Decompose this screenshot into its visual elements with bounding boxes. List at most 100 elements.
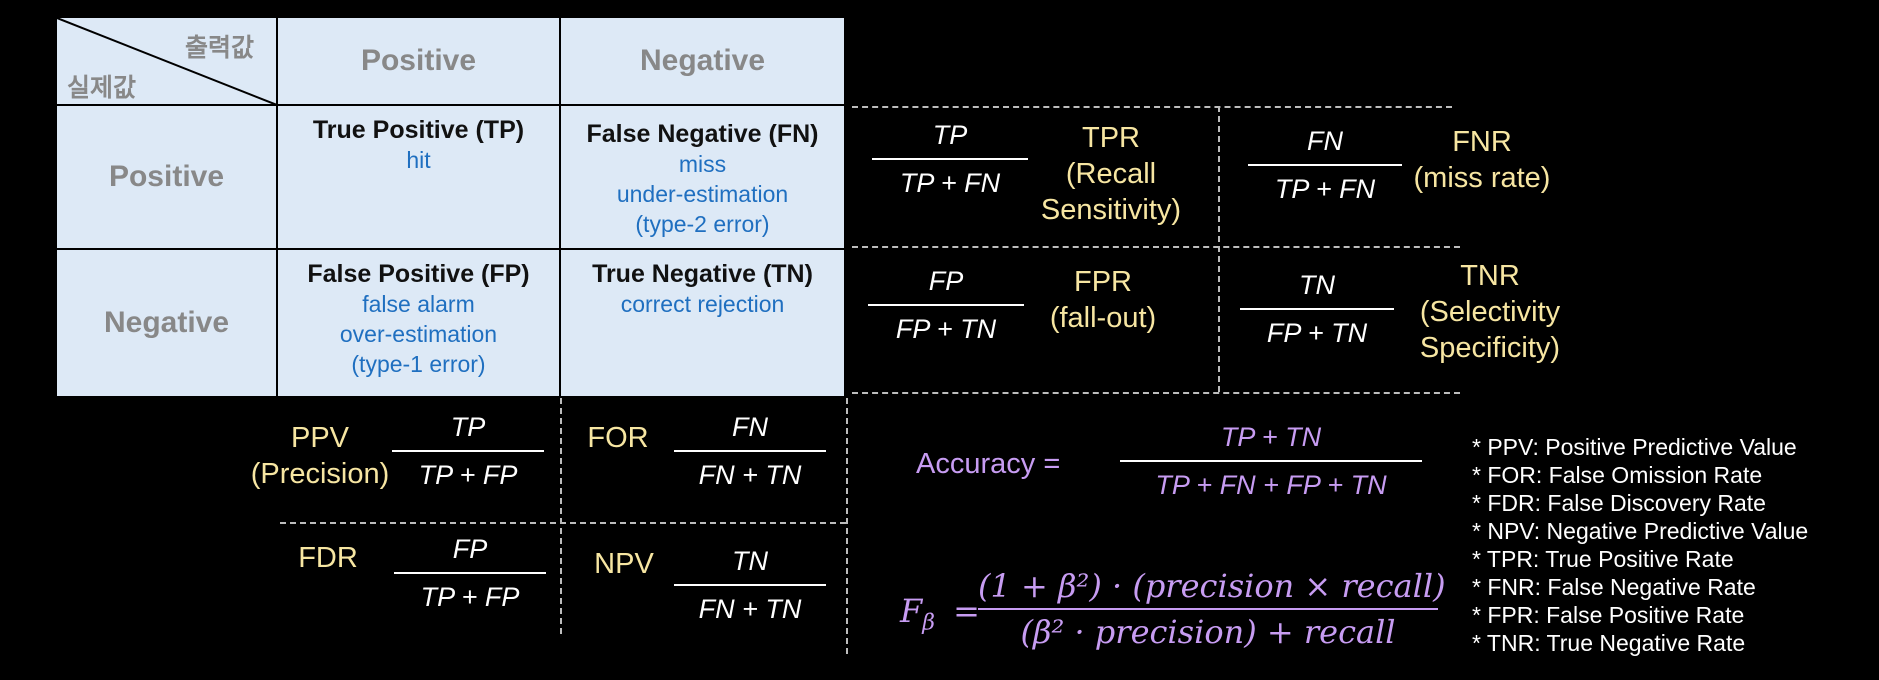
cell-false-positive: False Positive (FP) false alarm over-est… [278, 250, 559, 396]
tpr-label: TPR (Recall Sensitivity) [1030, 120, 1192, 228]
numerator: FN [732, 412, 768, 442]
dashed-divider [560, 398, 562, 634]
cell-true-positive: True Positive (TP) hit [278, 106, 559, 248]
fraction-bar [674, 450, 826, 452]
rate-alias: Specificity) [1419, 332, 1561, 364]
denominator: FP + TN [1266, 318, 1368, 348]
denominator: TP + FP [420, 582, 520, 612]
rate-name: FNR [1452, 126, 1512, 158]
legend-item: * NPV: Negative Predictive Value [1472, 518, 1809, 544]
fpr-label: FPR (fall-out) [1030, 264, 1176, 336]
rate-name: NPV [594, 548, 654, 580]
fraction-bar [1240, 308, 1394, 310]
numerator: TP + TN [1220, 422, 1322, 452]
rate-name: FOR [587, 422, 649, 454]
col-header-negative: Negative [639, 44, 766, 77]
numerator: TP [932, 120, 968, 150]
for-label: FOR [578, 420, 658, 456]
denominator: TP + FN + FP + TN [1155, 470, 1387, 500]
numerator: (1 + β²) · (precision × recall) [978, 567, 1446, 605]
legend-item: * FDR: False Discovery Rate [1472, 490, 1766, 516]
legend-item: * PPV: Positive Predictive Value [1472, 434, 1797, 460]
denominator: TP + FP [418, 460, 518, 490]
legend-item: * FNR: False Negative Rate [1472, 574, 1756, 600]
fnr-fraction: FN TP + FN [1248, 124, 1402, 206]
numerator: FN [1307, 126, 1343, 156]
fraction-bar [392, 450, 544, 452]
accuracy-label: Accuracy = [916, 448, 1061, 480]
cell-desc: under-estimation [616, 181, 789, 207]
fraction-bar [1248, 164, 1402, 166]
cell-desc: correct rejection [620, 291, 785, 317]
row-header-positive: Positive [108, 160, 225, 193]
dashed-divider [846, 398, 848, 654]
denominator: TP + FN [1274, 174, 1376, 204]
grid-line [57, 248, 844, 250]
fbeta-equals: = [953, 592, 980, 630]
cell-desc: over-estimation [339, 321, 498, 347]
rate-name: TNR [1460, 260, 1520, 292]
cell-desc: (type-2 error) [635, 211, 770, 237]
rate-alias: (fall-out) [1049, 302, 1157, 334]
legend-item: * TPR: True Positive Rate [1472, 546, 1734, 572]
cell-desc: (type-1 error) [351, 351, 486, 377]
cell-title: False Negative (FN) [586, 120, 819, 148]
legend-item: * TNR: True Negative Rate [1472, 630, 1746, 656]
cell-title: True Negative (TN) [592, 260, 813, 288]
fbeta-symbol: F [900, 592, 923, 630]
legend-item: * FPR: False Positive Rate [1472, 602, 1745, 628]
fbeta-fraction: (1 + β²) · (precision × recall) (β² · pr… [978, 566, 1446, 652]
rate-name: PPV [290, 422, 350, 454]
abbreviation-legend: * PPV: Positive Predictive Value * FOR: … [1472, 433, 1808, 657]
tnr-label: TNR (Selectivity Specificity) [1404, 258, 1576, 366]
cell-false-negative: False Negative (FN) miss under-estimatio… [561, 106, 844, 248]
ppv-label: PPV (Precision) [240, 420, 400, 492]
fraction-bar [868, 304, 1024, 306]
denominator: TP + FN [899, 168, 1001, 198]
rate-name: FPR [1074, 266, 1132, 298]
rate-alias: (miss rate) [1413, 162, 1551, 194]
numerator: FP [452, 534, 488, 564]
row-header-negative: Negative [103, 306, 230, 339]
numerator: TN [1299, 270, 1335, 300]
dashed-divider [1218, 106, 1220, 392]
numerator: FP [928, 266, 964, 296]
rate-name: TPR [1082, 122, 1140, 154]
denominator: (β² · precision) + recall [1020, 613, 1396, 651]
fdr-fraction: FP TP + FP [394, 532, 546, 614]
rate-alias: (Precision) [250, 458, 390, 490]
legend-item: * FOR: False Omission Rate [1472, 462, 1763, 488]
grid-line [559, 18, 561, 396]
fraction-bar [978, 608, 1438, 610]
fpr-fraction: FP FP + TN [868, 264, 1024, 346]
npv-label: NPV [584, 546, 664, 582]
corner-output-label: 출력값 [185, 34, 255, 62]
denominator: FP + TN [895, 314, 997, 344]
numerator: TP [450, 412, 486, 442]
tpr-fraction: TP TP + FN [872, 118, 1028, 200]
fraction-bar [872, 158, 1028, 160]
cell-desc: false alarm [362, 291, 475, 317]
rate-alias: Sensitivity) [1040, 194, 1182, 226]
dashed-divider [852, 392, 1460, 394]
cell-desc: hit [406, 147, 431, 173]
fraction-bar [1120, 460, 1422, 462]
tnr-fraction: TN FP + TN [1240, 268, 1394, 350]
accuracy-fraction: TP + TN TP + FN + FP + TN [1120, 420, 1422, 502]
dashed-divider [280, 522, 846, 524]
corner-diagonal [57, 18, 277, 105]
fraction-bar [394, 572, 546, 574]
npv-fraction: TN FN + TN [674, 544, 826, 626]
fnr-label: FNR (miss rate) [1404, 124, 1560, 196]
fbeta-lhs: Fβ = [900, 592, 980, 635]
cell-title: True Positive (TP) [312, 116, 525, 144]
for-fraction: FN FN + TN [674, 410, 826, 492]
rate-name: FDR [298, 542, 358, 574]
cell-desc: miss [678, 151, 727, 177]
ppv-fraction: TP TP + FP [392, 410, 544, 492]
denominator: FN + TN [698, 460, 802, 490]
dashed-divider [852, 106, 1452, 108]
cell-true-negative: True Negative (TN) correct rejection [561, 250, 844, 396]
fdr-label: FDR [288, 540, 368, 576]
numerator: TN [732, 546, 768, 576]
